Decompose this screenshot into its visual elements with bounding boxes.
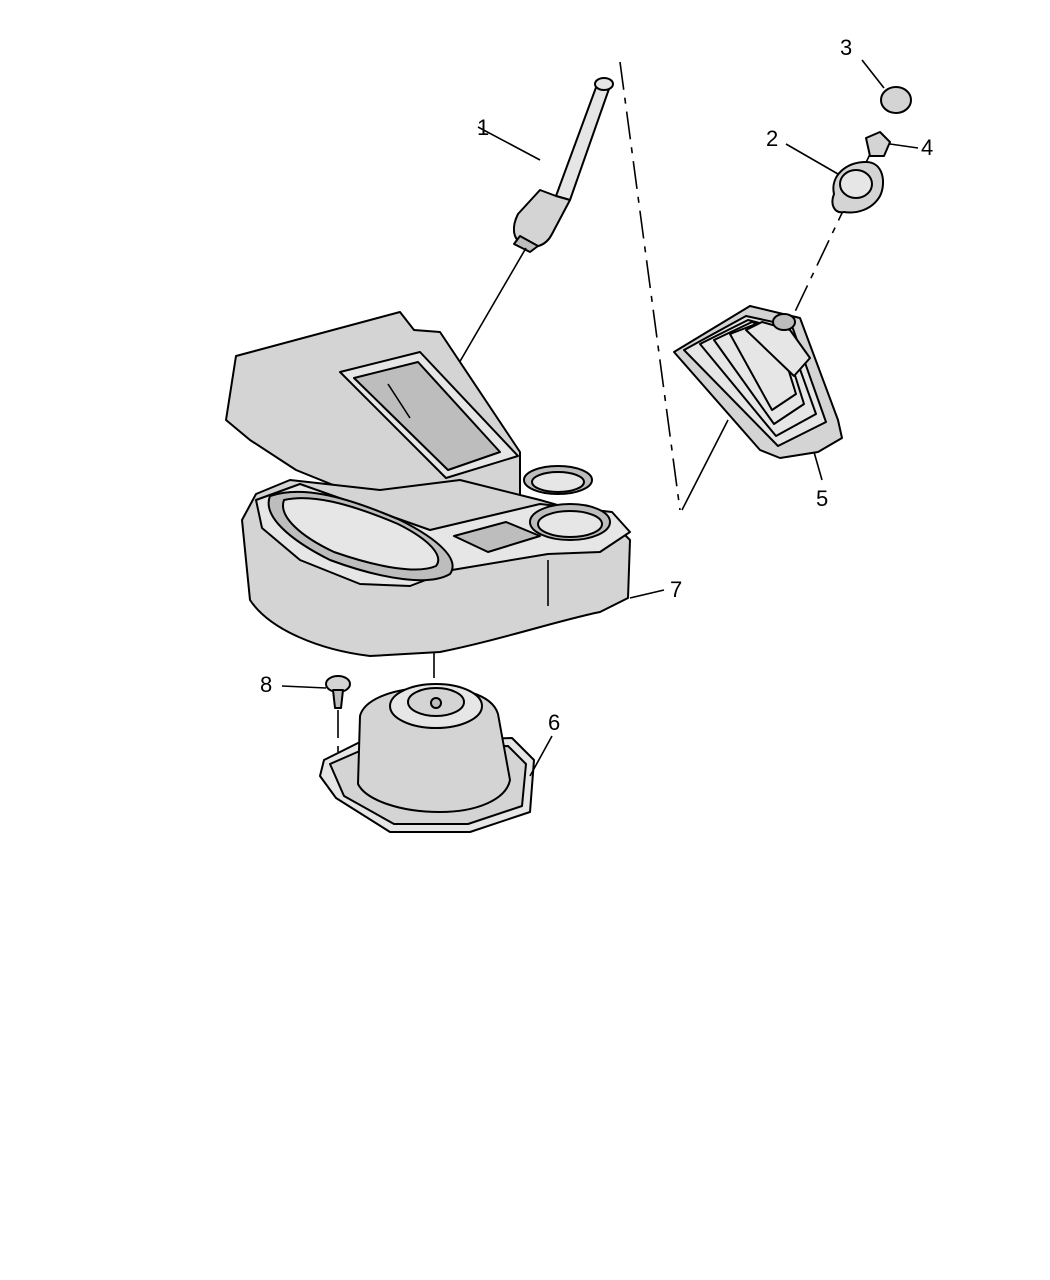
shift-boot-icon: [673, 305, 843, 511]
callout-5: 5: [816, 486, 829, 511]
nut-icon: [865, 131, 919, 157]
callout-2: 2: [766, 126, 779, 151]
guide-line-lever-to-boot: [619, 61, 681, 511]
callout-3: 3: [840, 35, 853, 60]
callout-1: 1: [477, 115, 490, 140]
callout-8: 8: [260, 672, 273, 697]
shift-knob-icon: [785, 143, 884, 214]
callout-4: 4: [921, 135, 934, 160]
screw-icon: [281, 675, 351, 709]
knob-cap-icon: [861, 59, 912, 114]
callout-7: 7: [670, 577, 683, 602]
guide-line-knob-to-boot: [791, 149, 873, 319]
callout-6: 6: [548, 710, 561, 735]
console-icon: [225, 311, 665, 657]
inner-boot-icon: [319, 683, 553, 833]
